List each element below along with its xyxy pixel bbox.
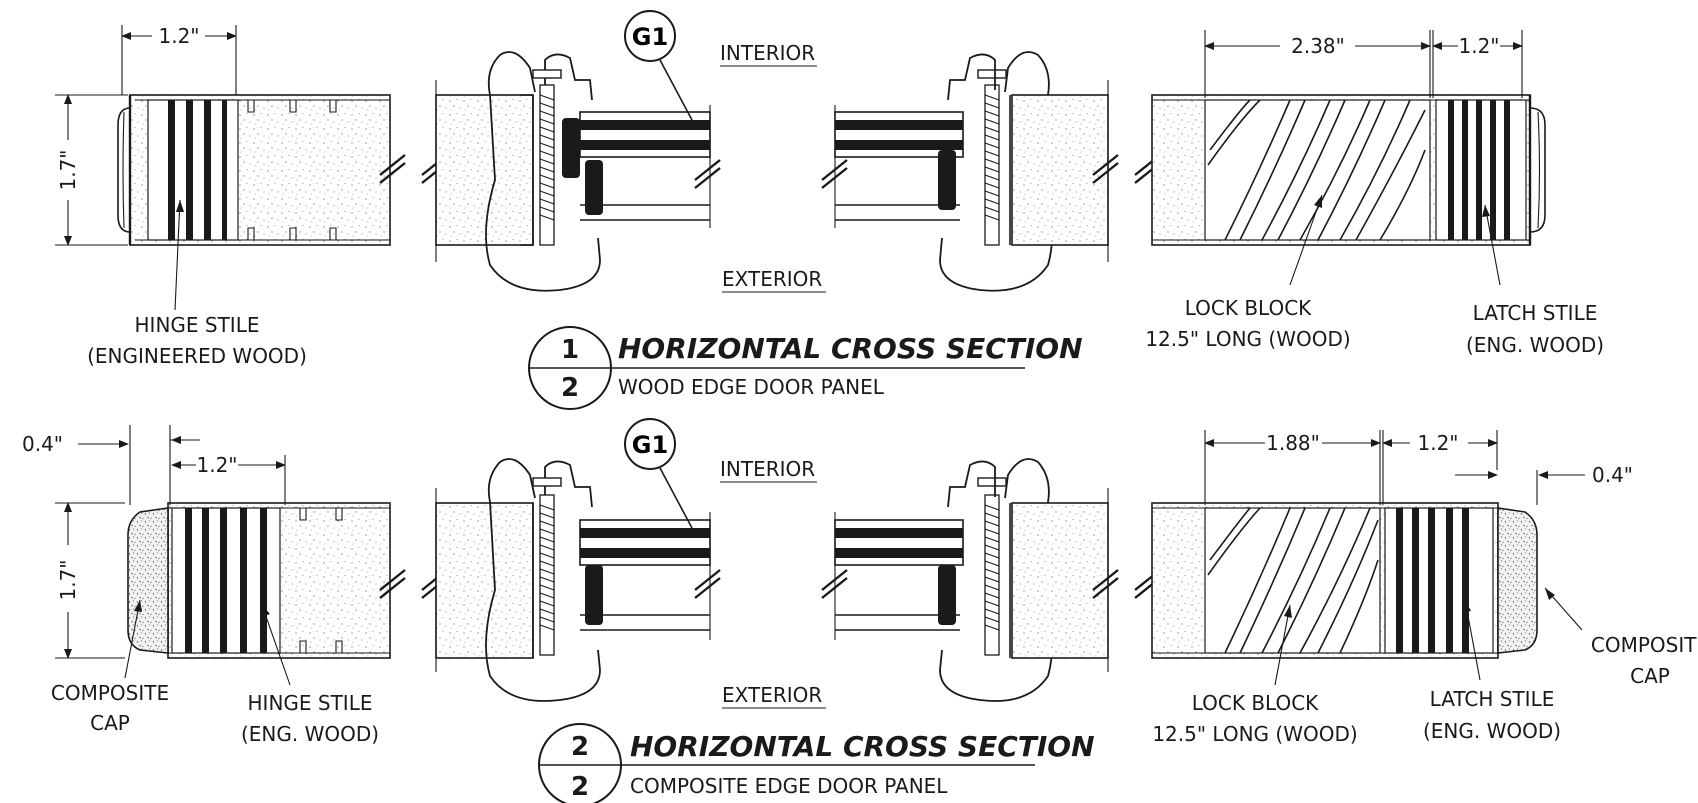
lock-block-length: 12.5" LONG (WOOD)	[1145, 327, 1350, 351]
dimensions-section-1: 1.2" 1.7" 2.38" 1.2"	[55, 24, 1523, 246]
left-frame-profile	[485, 51, 721, 292]
title-block-section-2: 2 2 HORIZONTAL CROSS SECTION COMPOSITE E…	[538, 723, 1095, 803]
right-frame-profile	[821, 51, 1054, 292]
composite-cap-right-label-2: CAP	[1630, 664, 1670, 688]
hinge-side-panel	[117, 80, 534, 262]
dim-lock-block: 2.38"	[1291, 34, 1345, 58]
lock-block-length-2: 12.5" LONG (WOOD)	[1152, 722, 1357, 746]
dim-height-2: 1.7"	[56, 559, 80, 600]
lock-block-label-2: LOCK BLOCK	[1192, 691, 1319, 715]
exterior-label-2: EXTERIOR	[722, 683, 822, 707]
dim-latch-width: 1.2"	[1458, 34, 1499, 58]
dim-latch-width-2: 1.2"	[1417, 431, 1458, 455]
hinge-stile-label: HINGE STILE	[135, 313, 260, 337]
hinge-stile-material-2: (ENG. WOOD)	[241, 722, 379, 746]
latch-stile-material-2: (ENG. WOOD)	[1423, 719, 1561, 743]
composite-cap-left-label-2: CAP	[90, 711, 130, 735]
interior-label: INTERIOR	[720, 41, 815, 65]
hinge-stile-label-2: HINGE STILE	[248, 691, 373, 715]
dimensions-section-2: 0.4" 1.2" 1.7" 1.88" 1.2"	[22, 425, 1633, 659]
section-subtitle: WOOD EDGE DOOR PANEL	[618, 375, 885, 399]
callouts-section-1: HINGE STILE (ENGINEERED WOOD) LOCK BLOCK…	[87, 194, 1604, 368]
dim-hinge-width-2: 1.2"	[196, 453, 237, 477]
title-total-2: 2	[571, 772, 589, 802]
latch-side-panel	[1011, 80, 1546, 262]
glass-tag-g1-bottom: G1	[624, 418, 693, 529]
lock-block-label: LOCK BLOCK	[1185, 296, 1312, 320]
glass-tag-g1-top: G1	[624, 10, 693, 121]
dim-height: 1.7"	[56, 149, 80, 190]
latch-stile-material: (ENG. WOOD)	[1466, 333, 1604, 357]
dim-cap-left: 0.4"	[22, 432, 63, 456]
composite-cap-right-label: COMPOSITE	[1591, 633, 1698, 657]
title-number: 1	[561, 335, 579, 365]
svg-text:G1: G1	[632, 431, 668, 459]
left-frame-profile-2	[485, 458, 721, 702]
latch-stile-label: LATCH STILE	[1473, 301, 1598, 325]
title-number-2: 2	[571, 732, 589, 762]
section-title: HORIZONTAL CROSS SECTION	[618, 332, 1083, 365]
right-frame-profile-2	[821, 458, 1054, 702]
dim-lock-block-2: 1.88"	[1266, 431, 1320, 455]
section-1: G1 INTERIOR EXTERIOR	[55, 10, 1604, 410]
hinge-side-panel-2	[127, 488, 534, 672]
interior-label-2: INTERIOR	[720, 457, 815, 481]
section-title-2: HORIZONTAL CROSS SECTION	[630, 730, 1095, 763]
section-subtitle-2: COMPOSITE EDGE DOOR PANEL	[630, 774, 948, 798]
title-total: 2	[561, 373, 579, 403]
composite-cap-left-label: COMPOSITE	[51, 681, 169, 705]
svg-text:G1: G1	[632, 23, 668, 51]
section-2: G1 INTERIOR EXTERIOR	[22, 418, 1698, 803]
dim-hinge-width: 1.2"	[158, 24, 199, 48]
exterior-label: EXTERIOR	[722, 267, 822, 291]
hinge-stile-material: (ENGINEERED WOOD)	[87, 344, 307, 368]
latch-side-panel-2	[1011, 488, 1538, 672]
title-block-section-1: 1 2 HORIZONTAL CROSS SECTION WOOD EDGE D…	[528, 326, 1083, 410]
callouts-section-2: COMPOSITE CAP HINGE STILE (ENG. WOOD) LO…	[51, 587, 1698, 746]
dim-cap-right: 0.4"	[1592, 463, 1633, 487]
latch-stile-label-2: LATCH STILE	[1430, 687, 1555, 711]
